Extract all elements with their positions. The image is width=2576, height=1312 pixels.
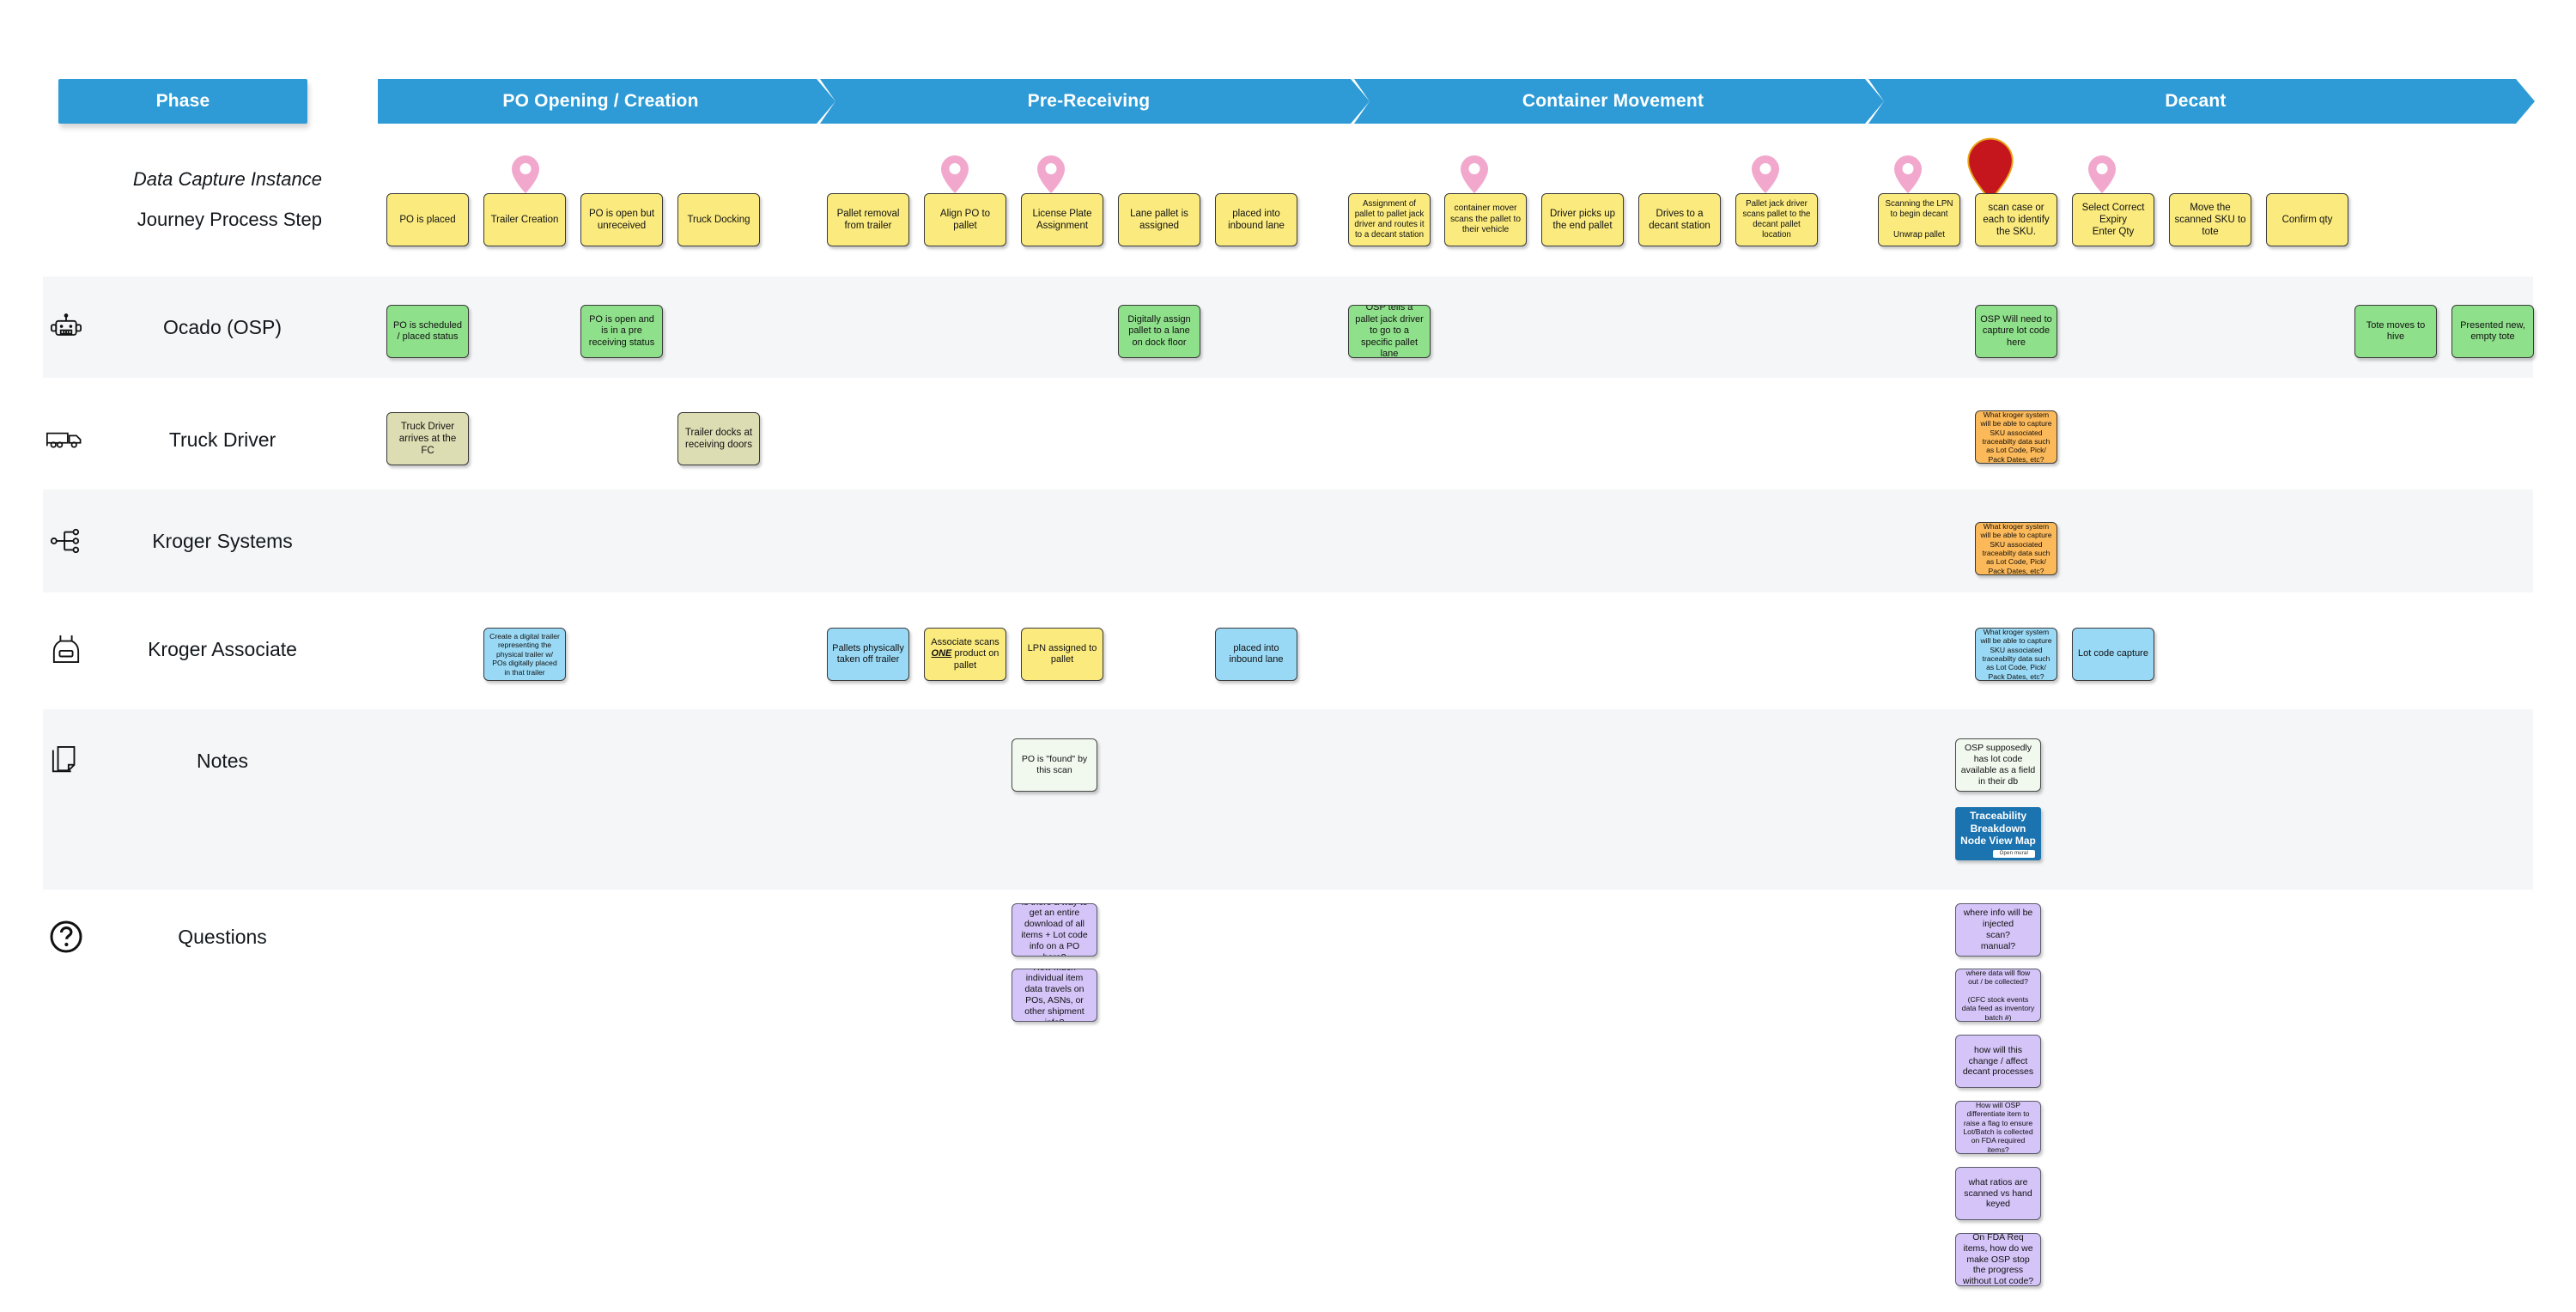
map-pin-icon-highlight [1966, 137, 2014, 201]
lane-title-assoc: Kroger Associate [148, 637, 297, 660]
map-pin-icon [1751, 155, 1780, 194]
question-card[interactable]: On FDA Req items, how do we make OSP sto… [1955, 1233, 2041, 1286]
process-step-card[interactable]: Select Correct Expiry Enter Qty [2072, 193, 2154, 246]
truck-driver-card[interactable]: Truck Driver arrives at the FC [386, 412, 469, 465]
map-pin-icon [2087, 155, 2117, 194]
axis-data-capture-instance: Data Capture Instance [132, 168, 322, 190]
kroger-associate-card[interactable]: LPN assigned to pallet [1021, 628, 1103, 681]
phase-decant[interactable]: Decant [1868, 79, 2535, 124]
process-step-card[interactable]: container mover scans the pallet to thei… [1444, 193, 1527, 246]
lane-header-notes: Notes [0, 738, 330, 783]
process-step-card[interactable]: Trailer Creation [483, 193, 566, 246]
process-step-card[interactable]: placed into inbound lane [1215, 193, 1297, 246]
map-pin-icon [1036, 155, 1066, 194]
map-pin-icon [940, 155, 969, 194]
process-step-card[interactable]: Pallet jack driver scans pallet to the d… [1735, 193, 1818, 246]
apron-icon [39, 627, 93, 671]
process-step-card[interactable]: Drives to a decant station [1638, 193, 1721, 246]
kroger-systems-card[interactable]: What kroger system will be able to captu… [1975, 522, 2057, 575]
kroger-associate-card[interactable]: What kroger system will be able to captu… [1975, 628, 2057, 681]
process-step-card[interactable]: Pallet removal from trailer [827, 193, 909, 246]
lane-title-notes: Notes [196, 749, 249, 772]
lane-header-truck: Truck Driver [0, 417, 330, 462]
process-step-card[interactable]: Confirm qty [2266, 193, 2348, 246]
map-pin-icon [511, 155, 540, 194]
process-step-card[interactable]: PO is open but unreceived [580, 193, 663, 246]
question-card[interactable]: how will this change / affect decant pro… [1955, 1035, 2041, 1088]
process-step-card[interactable]: Driver picks up the end pallet [1541, 193, 1624, 246]
note-card[interactable]: PO is "found" by this scan [1012, 738, 1097, 792]
truck-icon [39, 417, 93, 462]
lane-title-krsys: Kroger Systems [152, 529, 293, 552]
lane-title-ocado: Ocado (OSP) [162, 315, 283, 338]
kroger-associate-card[interactable]: Create a digital trailer representing th… [483, 628, 566, 681]
question-card[interactable]: what ratios are scanned vs hand keyed [1955, 1167, 2041, 1220]
open-mural-pill[interactable]: Open mural [1992, 849, 2035, 859]
question-card[interactable]: Is there a way to get an entire download… [1012, 903, 1097, 957]
question-card[interactable]: How will OSP differentiate item to raise… [1955, 1101, 2041, 1154]
process-step-card[interactable]: License Plate Assignment [1021, 193, 1103, 246]
phase-header-band: Phase PO Opening / Creation Pre-Receivin… [0, 79, 2576, 124]
kroger-associate-card[interactable]: Lot code capture [2072, 628, 2154, 681]
map-pin-icon [1460, 155, 1489, 194]
phase-po-opening-creation[interactable]: PO Opening / Creation [378, 79, 835, 124]
phase-container-movement[interactable]: Container Movement [1354, 79, 1884, 124]
systems-node-icon [39, 519, 93, 563]
note-card[interactable]: OSP supposedly has lot code available as… [1955, 738, 2041, 792]
kroger-associate-card[interactable]: placed into inbound lane [1215, 628, 1297, 681]
lane-header-assoc: Kroger Associate [0, 627, 330, 671]
process-step-card[interactable]: Lane pallet is assigned [1118, 193, 1200, 246]
question-card[interactable]: where info will be injected scan? manual… [1955, 903, 2041, 957]
process-step-card[interactable]: Scanning the LPN to begin decant Unwrap … [1878, 193, 1960, 246]
kroger-associate-card[interactable]: Pallets physically taken off trailer [827, 628, 909, 681]
lane-header-krsys: Kroger Systems [0, 519, 330, 563]
process-step-label: Select Correct Expiry Enter Qty [2081, 202, 2145, 237]
robot-icon [39, 305, 93, 349]
traceability-node-view-map-link[interactable]: Traceability Breakdown Node View Map Ope… [1955, 807, 2041, 860]
phase-chip-label: Phase [58, 79, 307, 124]
process-step-card[interactable]: Align PO to pallet [924, 193, 1006, 246]
kroger-associate-label: Associate scans ONE product on pallet [931, 636, 999, 671]
process-step-card[interactable]: Move the scanned SKU to tote [2169, 193, 2251, 246]
question-card[interactable]: How much individual item data travels on… [1012, 969, 1097, 1022]
truck-driver-card[interactable]: What kroger system will be able to captu… [1975, 410, 2057, 464]
ocado-card[interactable]: OSP Will need to capture lot code here [1975, 305, 2057, 358]
lane-title-ques: Questions [178, 925, 267, 948]
lane-header-ques: Questions [0, 914, 330, 959]
ocado-card[interactable]: PO is open and is in a pre receiving sta… [580, 305, 663, 358]
lane-stripe-krsys [43, 489, 2533, 592]
lane-stripe-notes [43, 709, 2533, 890]
truck-driver-card[interactable]: Trailer docks at receiving doors [677, 412, 760, 465]
ocado-card[interactable]: Presented new, empty tote [2451, 305, 2534, 358]
process-step-card[interactable]: scan case or each to identify the SKU. [1975, 193, 2057, 246]
lane-header-ocado: Ocado (OSP) [0, 305, 330, 349]
phase-pre-receiving[interactable]: Pre-Receiving [820, 79, 1370, 124]
lane-title-truck: Truck Driver [168, 428, 276, 451]
axis-journey-process-step: Journey Process Step [137, 209, 322, 230]
ocado-card[interactable]: Tote moves to hive [2354, 305, 2437, 358]
link-title: Traceability Breakdown Node View Map [1960, 809, 2036, 847]
process-step-card[interactable]: Truck Docking [677, 193, 760, 246]
ocado-card[interactable]: Digitally assign pallet to a lane on doc… [1118, 305, 1200, 358]
process-step-label: Scanning the LPN to begin decant Unwrap … [1885, 199, 1953, 240]
ocado-card[interactable]: OSP tells a pallet jack driver to go to … [1348, 305, 1431, 358]
map-pin-icon [1893, 155, 1923, 194]
process-step-card[interactable]: Assignment of pallet to pallet jack driv… [1348, 193, 1431, 246]
notes-icon [39, 738, 93, 783]
question-mark-icon [39, 914, 93, 959]
process-step-card[interactable]: PO is placed [386, 193, 469, 246]
question-card[interactable]: where data will flow out / be collected?… [1955, 969, 2041, 1022]
question-label: where info will be injected scan? manual… [1963, 908, 2033, 951]
kroger-associate-card[interactable]: Associate scans ONE product on pallet [924, 628, 1006, 681]
ocado-card[interactable]: PO is scheduled / placed status [386, 305, 469, 358]
question-label: where data will flow out / be collected?… [1961, 969, 2035, 1022]
